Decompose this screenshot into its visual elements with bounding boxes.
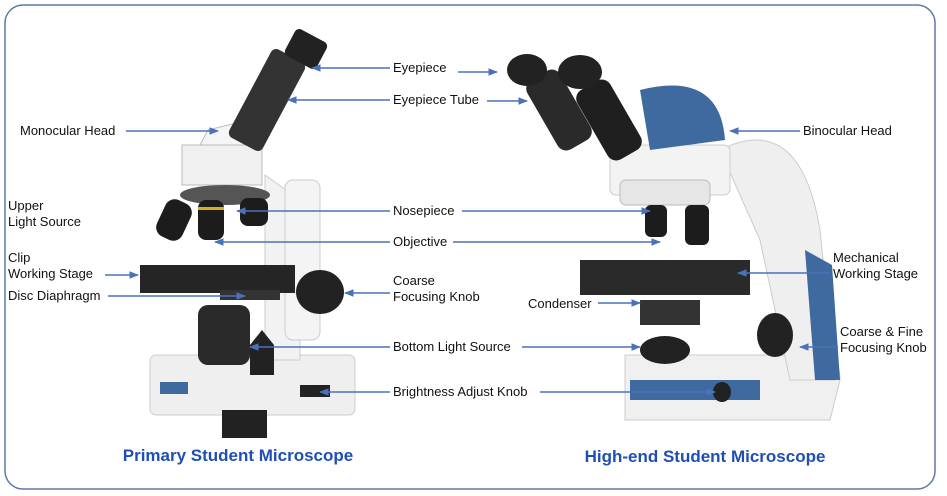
label-clip-working-stage-1: Clip (8, 250, 30, 265)
label-brightness-adjust-knob: Brightness Adjust Knob (393, 384, 527, 399)
label-coarse-fine-focusing-knob-1: Coarse & Fine (840, 324, 923, 339)
highend-microscope-illustration (507, 54, 841, 421)
label-coarse-fine-focusing-knob-2: Focusing Knob (840, 340, 927, 355)
label-mechanical-working-stage-2: Working Stage (833, 266, 918, 281)
title-highend-microscope: High-end Student Microscope (585, 447, 826, 466)
label-eyepiece: Eyepiece (393, 60, 446, 75)
label-coarse-focusing-knob-1: Coarse (393, 273, 435, 288)
label-monocular-head: Monocular Head (20, 123, 115, 138)
label-binocular-head: Binocular Head (803, 123, 892, 138)
connector-lines (105, 64, 838, 396)
label-eyepiece-tube: Eyepiece Tube (393, 92, 479, 107)
label-nosepiece: Nosepiece (393, 203, 454, 218)
title-primary-microscope: Primary Student Microscope (123, 446, 354, 465)
label-disc-diaphragm: Disc Diaphragm (8, 288, 100, 303)
primary-microscope-illustration (140, 29, 356, 438)
label-coarse-focusing-knob-2: Focusing Knob (393, 289, 480, 304)
label-clip-working-stage-2: Working Stage (8, 266, 93, 281)
label-upper-light-source-1: Upper (8, 198, 44, 213)
label-mechanical-working-stage-1: Mechanical (833, 250, 899, 265)
label-upper-light-source-2: Light Source (8, 214, 81, 229)
label-condenser: Condenser (528, 296, 592, 311)
label-objective: Objective (393, 234, 447, 249)
label-bottom-light-source: Bottom Light Source (393, 339, 511, 354)
